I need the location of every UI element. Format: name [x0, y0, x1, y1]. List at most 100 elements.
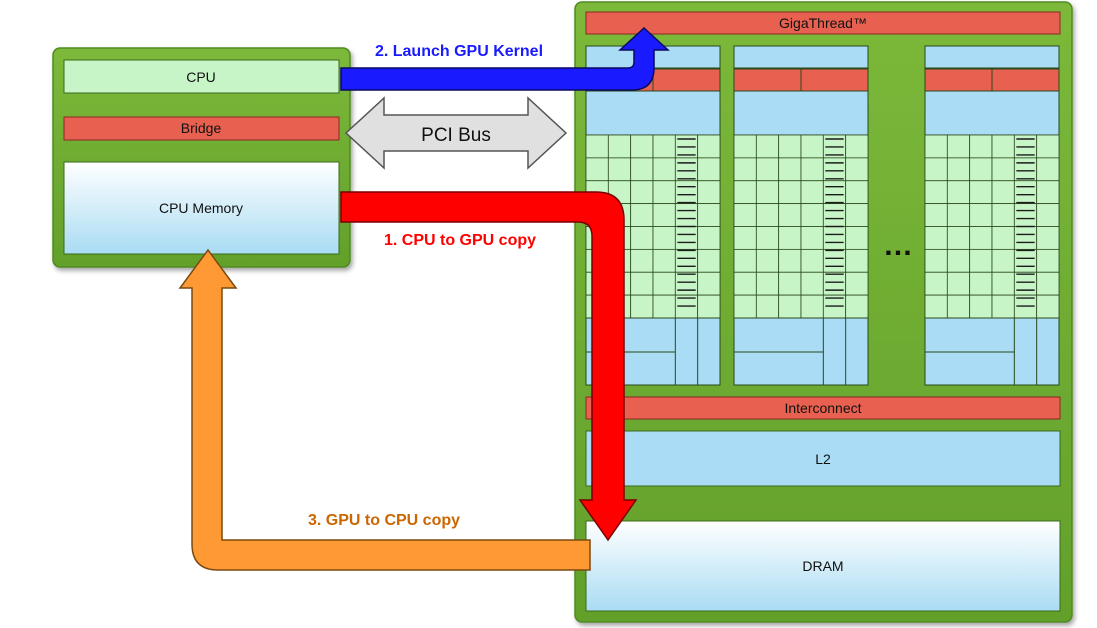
sm-cuda-core — [733, 134, 757, 159]
sm-block-2 — [733, 45, 869, 386]
gigathread-block — [585, 11, 1061, 35]
sm-cuda-core — [630, 271, 654, 296]
sm-cuda-core — [1013, 226, 1038, 250]
sm-cuda-core — [991, 180, 1015, 205]
sm-cuda-core — [969, 271, 993, 296]
sm-cuda-core — [630, 248, 654, 273]
sm-cuda-core — [946, 294, 971, 319]
gpu-to-cpu-copy-arrow — [178, 248, 591, 571]
sm-cuda-core — [822, 226, 847, 250]
sm-cuda-core — [969, 157, 993, 182]
sm-cuda-core — [822, 271, 847, 296]
sm-cuda-core — [674, 271, 699, 296]
bridge-block — [63, 116, 340, 141]
sm-cuda-core — [652, 226, 676, 250]
sm-cuda-core — [800, 134, 824, 159]
sm-cuda-core — [1013, 203, 1038, 227]
sm-cuda-core — [755, 271, 780, 296]
sm-cuda-core — [924, 203, 948, 227]
sm-cuda-core — [630, 180, 654, 205]
sm-cuda-core — [969, 134, 993, 159]
sm-cuda-core — [697, 180, 721, 205]
sm-cuda-core — [822, 203, 847, 227]
l2-cache-block — [585, 430, 1061, 487]
sm-cuda-core — [924, 271, 948, 296]
sm-cuda-core — [697, 226, 721, 250]
launch-kernel-arrow-group: 2. Launch GPU Kernel — [340, 26, 670, 91]
cpu-label: CPU — [186, 69, 216, 85]
cpu-block — [63, 59, 340, 94]
sm-cuda-core — [969, 294, 993, 319]
cpu-to-gpu-arrow-group: 1. CPU to GPU copy — [340, 191, 638, 542]
more-sm-ellipsis: … — [883, 229, 913, 262]
sm-cuda-core — [674, 203, 699, 227]
sm-cuda-core — [778, 180, 802, 205]
gigathread-label: GigaThread™ — [779, 15, 867, 31]
sm-register-file — [924, 90, 1060, 136]
pci-bus-arrow — [344, 96, 568, 170]
sm-cuda-core — [733, 157, 757, 182]
sm-cuda-core — [1036, 180, 1060, 205]
host-panel: CPU Bridge CPU Memory — [52, 47, 351, 268]
sm-cuda-core — [733, 203, 757, 227]
sm-cuda-core — [755, 180, 780, 205]
sm-cuda-core — [822, 157, 847, 182]
sm-cuda-core — [652, 134, 676, 159]
sm-cuda-core — [733, 271, 757, 296]
sm-cuda-core — [630, 203, 654, 227]
sm-cuda-core — [652, 157, 676, 182]
sm-dispatch-unit — [652, 68, 721, 92]
sm-cuda-core — [652, 248, 676, 273]
sm-cuda-core — [946, 248, 971, 273]
sm-cuda-core — [969, 203, 993, 227]
sm-cuda-core — [845, 203, 869, 227]
sm-cuda-core — [991, 271, 1015, 296]
sm-dispatch-unit — [800, 68, 869, 92]
sm-cuda-core — [924, 157, 948, 182]
sm-cuda-core — [778, 248, 802, 273]
sm-cuda-core — [652, 180, 676, 205]
dram-label: DRAM — [802, 558, 843, 574]
sm-cuda-core — [778, 294, 802, 319]
sm-cuda-core — [755, 226, 780, 250]
sm-cuda-core — [845, 248, 869, 273]
sm-cuda-core — [800, 180, 824, 205]
sm-cuda-core — [845, 134, 869, 159]
sm-cuda-core — [845, 157, 869, 182]
sm-cuda-core — [946, 180, 971, 205]
sm-cuda-core — [924, 180, 948, 205]
sm-cuda-core — [778, 271, 802, 296]
sm-instruction-cache — [733, 45, 869, 69]
sm-cuda-core — [697, 134, 721, 159]
launch-kernel-label: 2. Launch GPU Kernel — [375, 43, 543, 60]
sm-cuda-core — [969, 226, 993, 250]
sm-cuda-core — [674, 157, 699, 182]
sm-cuda-core — [674, 226, 699, 250]
sm-cuda-core — [755, 294, 780, 319]
sm-cuda-core — [924, 294, 948, 319]
sm-cuda-core — [607, 157, 632, 182]
sm-cuda-core — [1013, 180, 1038, 205]
sm-cuda-core — [969, 180, 993, 205]
sm-cuda-core — [733, 180, 757, 205]
sm-cuda-core — [991, 248, 1015, 273]
sm-cuda-core — [800, 271, 824, 296]
sm-instruction-cache — [924, 45, 1060, 69]
sm-cuda-core — [991, 226, 1015, 250]
sm-cuda-core — [697, 248, 721, 273]
sm-cuda-core — [652, 271, 676, 296]
sm-cuda-core — [1036, 294, 1060, 319]
sm-cuda-core — [946, 271, 971, 296]
sm-cuda-core — [845, 180, 869, 205]
sm-cuda-core — [1013, 248, 1038, 273]
sm-cuda-core — [924, 248, 948, 273]
sm-cuda-core — [991, 134, 1015, 159]
sm-cuda-core — [755, 134, 780, 159]
sm-cuda-core — [800, 294, 824, 319]
sm-register-file — [585, 90, 721, 136]
sm-cuda-core — [674, 248, 699, 273]
sm-cuda-core — [607, 134, 632, 159]
sm-cuda-core — [946, 157, 971, 182]
sm-cuda-core — [1013, 271, 1038, 296]
